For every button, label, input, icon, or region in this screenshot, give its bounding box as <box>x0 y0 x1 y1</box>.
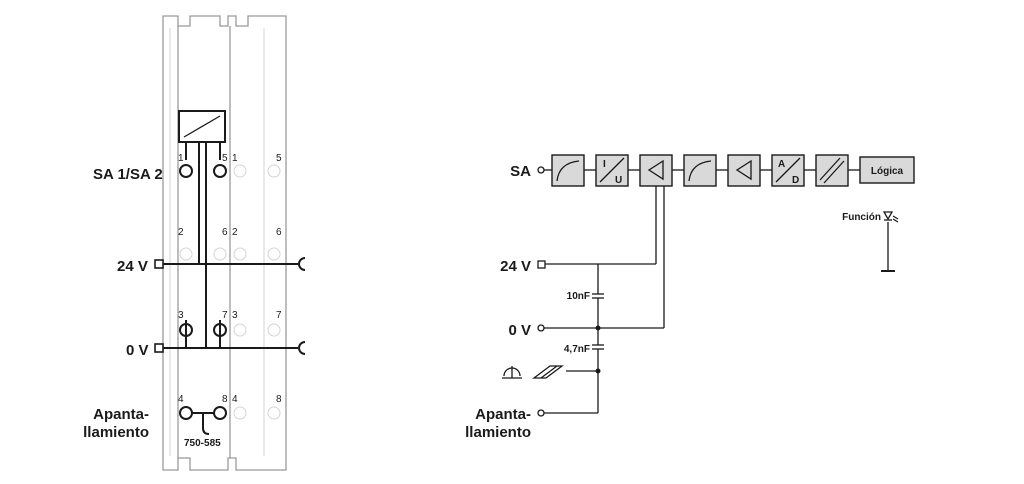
num-2b: 2 <box>232 227 238 238</box>
amplifier-triangle-2 <box>735 159 752 181</box>
logic-label: Lógica <box>871 166 904 177</box>
shield-bridge <box>192 412 214 435</box>
right-label-0v: 0 V <box>508 322 531 339</box>
block-amplifier-2 <box>727 154 761 187</box>
terminal-8b <box>267 406 281 420</box>
terminal-module: 1 5 1 5 2 6 2 6 3 7 3 7 4 8 4 8 750-585 <box>154 15 306 471</box>
v0-input-square <box>154 343 164 353</box>
amplifier-triangle-1 <box>647 159 664 181</box>
junction-0v <box>595 325 601 331</box>
model-number: 750-585 <box>184 438 221 449</box>
terminal-8 <box>213 406 227 420</box>
left-label-sa: SA 1/SA 2 <box>93 166 163 183</box>
led-icon <box>882 211 899 223</box>
block-filter-1 <box>551 154 585 187</box>
function-label: Función <box>842 212 881 223</box>
converter-diagonal <box>183 115 221 138</box>
terminal-3b <box>233 323 247 337</box>
terminal-2b <box>233 247 247 261</box>
r-shield-node <box>537 409 545 417</box>
right-label-shield-1: Apanta- <box>475 406 531 423</box>
module-housing <box>162 15 287 471</box>
block-isolation <box>815 154 849 187</box>
num-4b: 4 <box>232 394 238 405</box>
num-8: 8 <box>222 394 228 405</box>
ad-diagonal <box>775 157 801 183</box>
iu-label-i: I <box>603 159 606 170</box>
block-amplifier-1 <box>639 154 673 187</box>
isolation-line-2 <box>823 160 845 184</box>
v24-bus-end <box>298 257 306 271</box>
num-7b: 7 <box>276 310 282 321</box>
left-label-24v: 24 V <box>117 258 148 275</box>
iu-label-u: U <box>615 175 622 186</box>
terminal-1 <box>179 164 193 178</box>
left-label-0v: 0 V <box>126 342 149 359</box>
terminal-4b <box>233 406 247 420</box>
num-2: 2 <box>178 227 184 238</box>
sa-input-node <box>537 166 545 174</box>
num-4: 4 <box>178 394 184 405</box>
terminal-2 <box>179 247 193 261</box>
block-logic <box>859 156 915 184</box>
num-3b: 3 <box>232 310 238 321</box>
terminal-7b <box>267 323 281 337</box>
terminal-1b <box>233 164 247 178</box>
left-label-shield-2: llamiento <box>83 424 149 441</box>
num-5: 5 <box>222 153 228 164</box>
right-label-24v: 24 V <box>500 258 531 275</box>
filter-curve-2 <box>688 160 712 182</box>
num-3: 3 <box>178 310 184 321</box>
ad-label-d: D <box>792 175 799 186</box>
num-6b: 6 <box>276 227 282 238</box>
terminal-3 <box>179 323 193 337</box>
v0-bus-end <box>298 341 306 355</box>
num-8b: 8 <box>276 394 282 405</box>
terminal-7 <box>213 323 227 337</box>
isolation-line-1 <box>819 157 841 181</box>
v24-input-square <box>154 259 164 269</box>
num-1: 1 <box>178 153 184 164</box>
iu-diagonal <box>599 157 625 183</box>
block-filter-2 <box>683 154 717 187</box>
terminal-4 <box>179 406 193 420</box>
num-6: 6 <box>222 227 228 238</box>
right-label-sa: SA <box>510 163 531 180</box>
terminal-6b <box>267 247 281 261</box>
cap2-label: 4,7nF <box>564 344 590 355</box>
filter-curve-1 <box>556 160 580 182</box>
din-rail-icon <box>532 365 564 379</box>
r-24v-input-square <box>537 260 546 269</box>
r-0v-node <box>537 324 545 332</box>
num-5b: 5 <box>276 153 282 164</box>
ad-label-a: A <box>778 159 785 170</box>
earth-icon <box>502 366 522 379</box>
terminal-6 <box>213 247 227 261</box>
num-7: 7 <box>222 310 228 321</box>
right-label-shield-2: llamiento <box>465 424 531 441</box>
terminal-5b <box>267 164 281 178</box>
num-1b: 1 <box>232 153 238 164</box>
terminal-5 <box>213 164 227 178</box>
cap1-label: 10nF <box>567 291 590 302</box>
left-label-shield-1: Apanta- <box>93 406 149 423</box>
block-diagram: I U A D Lógica Función <box>502 154 915 417</box>
